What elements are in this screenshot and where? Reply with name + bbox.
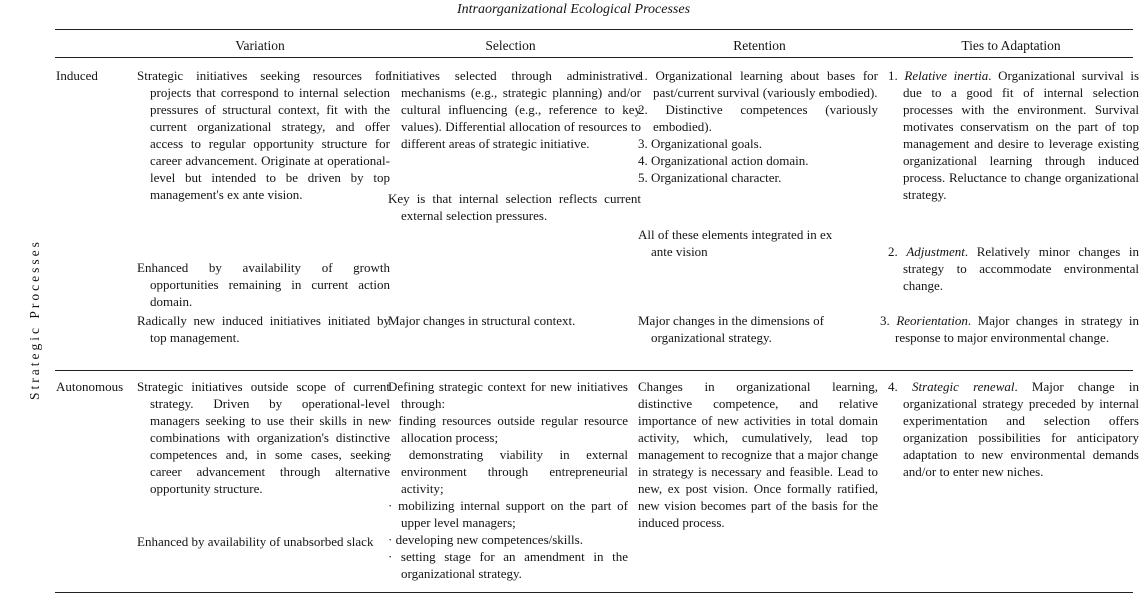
row-label-autonomous: Autonomous (56, 379, 124, 394)
list-item: · setting stage for an amendment in the … (388, 549, 628, 581)
header-variation: Variation (235, 38, 285, 53)
row-divider (55, 370, 1133, 371)
induced-selection-1: Initiatives selected through administrat… (388, 68, 641, 151)
header-ties: Ties to Adaptation (961, 38, 1061, 53)
ties-term: Adjustment (906, 244, 965, 259)
ties-text: . Relatively minor changes in strategy t… (903, 244, 1139, 293)
ties-text: . Major change in organizational strateg… (903, 379, 1139, 479)
ties-number: 2. (888, 244, 898, 259)
ties-term: Reorientation (896, 313, 968, 328)
induced-ties-3: 3. Reorientation. Major changes in strat… (880, 312, 1139, 346)
ties-number: 3. (880, 313, 890, 328)
list-item: 3. Organizational goals. (638, 136, 762, 151)
list-item: 1. Organizational learning about bases f… (638, 68, 878, 100)
ties-number: 4. (888, 379, 898, 394)
list-item: · finding resources outside regular reso… (388, 413, 628, 445)
autonomous-retention: Changes in organizational learning, dist… (638, 379, 878, 530)
side-label: Strategic Processes (27, 239, 42, 401)
list-item: 4. Organizational action domain. (638, 153, 809, 168)
induced-variation-2: Enhanced by availability of growth oppor… (137, 260, 390, 309)
ties-term: Relative inertia (904, 68, 989, 83)
autonomous-variation-1: Strategic initiatives outside scope of c… (137, 379, 390, 496)
ties-text: . Organizational survival is due to a go… (903, 68, 1139, 202)
list-item: · developing new competences/skills. (388, 532, 583, 547)
induced-ties-1: 1. Relative inertia. Organizational surv… (888, 67, 1139, 203)
ties-number: 1. (888, 68, 898, 83)
induced-ties-2: 2. Adjustment. Relatively minor changes … (888, 243, 1139, 294)
list-item: 5. Organizational character. (638, 170, 782, 185)
header-selection: Selection (485, 38, 536, 53)
selection-bullets: · finding resources outside regular reso… (388, 412, 628, 582)
row-label-induced: Induced (56, 68, 98, 83)
selection-intro: Defining strategic context for new initi… (388, 379, 628, 411)
autonomous-selection: Defining strategic context for new initi… (388, 378, 628, 582)
autonomous-variation-2: Enhanced by availability of unabsorbed s… (137, 534, 374, 549)
list-item: 2. Distinctive competences (variously em… (638, 102, 878, 134)
list-item: · demonstrating viability in external en… (388, 447, 628, 496)
induced-variation-3: Radically new induced initiatives initia… (137, 313, 390, 345)
header-retention: Retention (733, 38, 786, 53)
induced-selection-2: Key is that internal selection reflects … (388, 191, 641, 223)
induced-retention-list: 1. Organizational learning about bases f… (638, 67, 878, 186)
list-item: · mobilizing internal support on the par… (388, 498, 628, 530)
induced-retention-3: Major changes in the dimensions of organ… (638, 313, 824, 345)
top-rule (55, 29, 1133, 30)
ties-term: Strategic renewal (911, 379, 1015, 394)
autonomous-ties: 4. Strategic renewal. Major change in or… (888, 378, 1139, 480)
table-title: Intraorganizational Ecological Processes (456, 2, 691, 17)
ties-text: . Major changes in strategy in response … (895, 313, 1140, 345)
induced-retention-2: All of these elements integrated in ex a… (638, 227, 833, 259)
bottom-rule (55, 592, 1133, 593)
induced-selection-3: Major changes in structural context. (388, 313, 576, 328)
induced-variation-1: Strategic initiatives seeking resources … (137, 68, 390, 202)
header-rule (55, 57, 1133, 58)
